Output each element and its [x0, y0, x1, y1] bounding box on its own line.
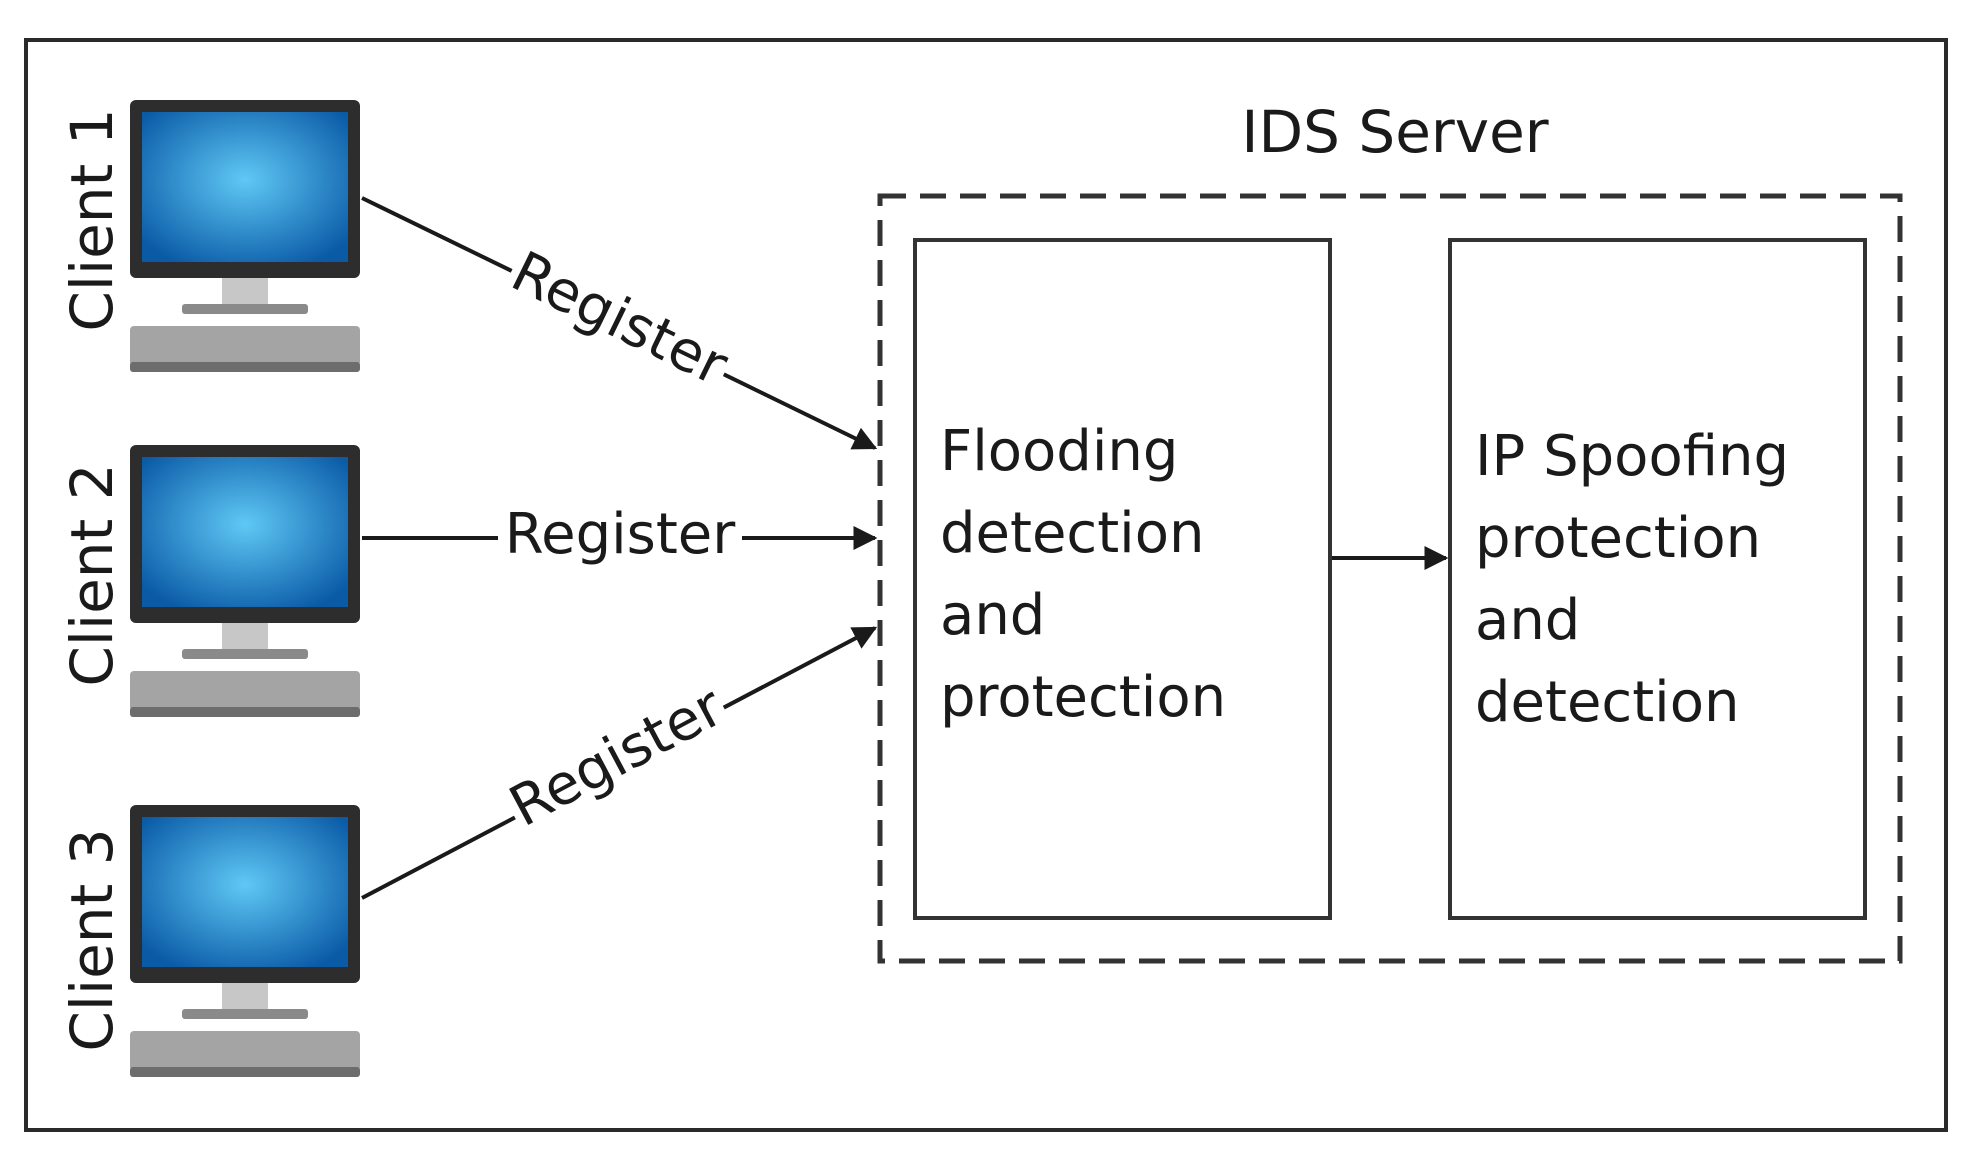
desktop-computer-icon — [130, 100, 360, 372]
ids-server-title: IDS Server — [1241, 98, 1548, 166]
client-1: Client 1 — [58, 100, 360, 372]
flooding-module-text: Flooding detection and protection — [940, 419, 1226, 730]
client-3: Client 3 — [58, 805, 360, 1077]
register-label-2: Register — [505, 502, 737, 567]
register-label-2-group: Register — [498, 502, 742, 572]
ip-spoofing-module-box — [1448, 238, 1867, 920]
ids-server-boundary — [877, 193, 1903, 964]
client-2: Client 2 — [58, 445, 360, 717]
client-2-label: Client 2 — [58, 463, 126, 686]
ip-spoofing-module-text: IP Spoofing protection and detection — [1475, 424, 1807, 735]
client-1-label: Client 1 — [58, 108, 126, 331]
flooding-module-box — [913, 238, 1332, 920]
desktop-computer-icon — [130, 445, 360, 717]
client-3-label: Client 3 — [58, 828, 126, 1051]
desktop-computer-icon — [130, 805, 360, 1077]
